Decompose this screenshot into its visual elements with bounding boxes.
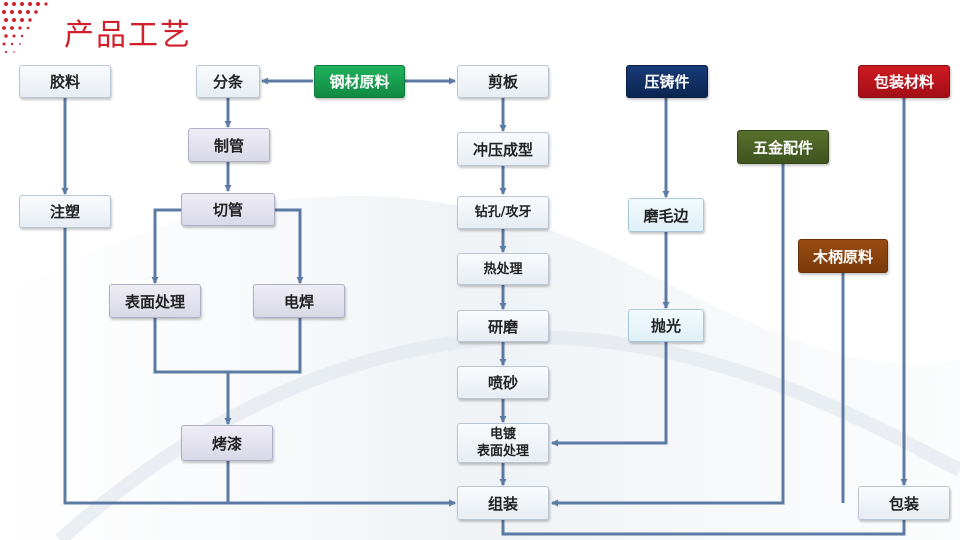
arrow-tube-cutting-to-surface (151, 208, 181, 284)
node-drill-tap: 钻孔/攻牙 (457, 196, 549, 229)
arrow-hardware-to-assembly (551, 164, 785, 507)
node-plating-line1: 电镀 (489, 427, 516, 442)
arrow-polishing-to-plating (551, 342, 668, 447)
node-sandblast: 喷砂 (457, 366, 549, 399)
arrow-tube-cutting-to-welding (275, 208, 304, 284)
corner-dots-logo (2, 2, 48, 54)
node-plating: 电镀 表面处理 (457, 423, 549, 463)
node-steel-raw: 钢材原料 (314, 65, 405, 98)
line-baking-to-assembly (226, 461, 456, 507)
node-tube-making: 制管 (188, 128, 270, 162)
node-plating-line2: 表面处理 (476, 444, 529, 459)
node-heat-treatment: 热处理 (457, 253, 549, 285)
node-slitting: 分条 (196, 65, 260, 98)
line-surface-welding-merge (153, 317, 302, 374)
node-glue: 胶料 (19, 65, 111, 98)
node-baking-paint: 烤漆 (181, 425, 273, 461)
node-die-cast: 压铸件 (626, 65, 708, 98)
node-tube-cutting: 切管 (181, 193, 275, 226)
node-hardware: 五金配件 (737, 130, 829, 164)
node-grinding: 研磨 (457, 310, 549, 342)
node-surface-treatment: 表面处理 (109, 284, 201, 318)
line-injection-to-assembly (63, 228, 456, 507)
node-wood-handle: 木柄原料 (798, 239, 888, 273)
node-stamping: 冲压成型 (457, 132, 549, 166)
page-title: 产品工艺 (64, 18, 192, 53)
node-packing: 包装 (858, 486, 950, 520)
node-deburring: 磨毛边 (628, 198, 704, 232)
node-assembly: 组装 (457, 486, 549, 520)
arrow-assembly-to-packing (501, 520, 906, 536)
node-polishing: 抛光 (628, 309, 704, 342)
node-packaging-material: 包装材料 (858, 65, 950, 98)
node-shearing: 剪板 (457, 65, 549, 98)
node-welding: 电焊 (253, 284, 345, 318)
node-injection: 注塑 (19, 195, 111, 228)
